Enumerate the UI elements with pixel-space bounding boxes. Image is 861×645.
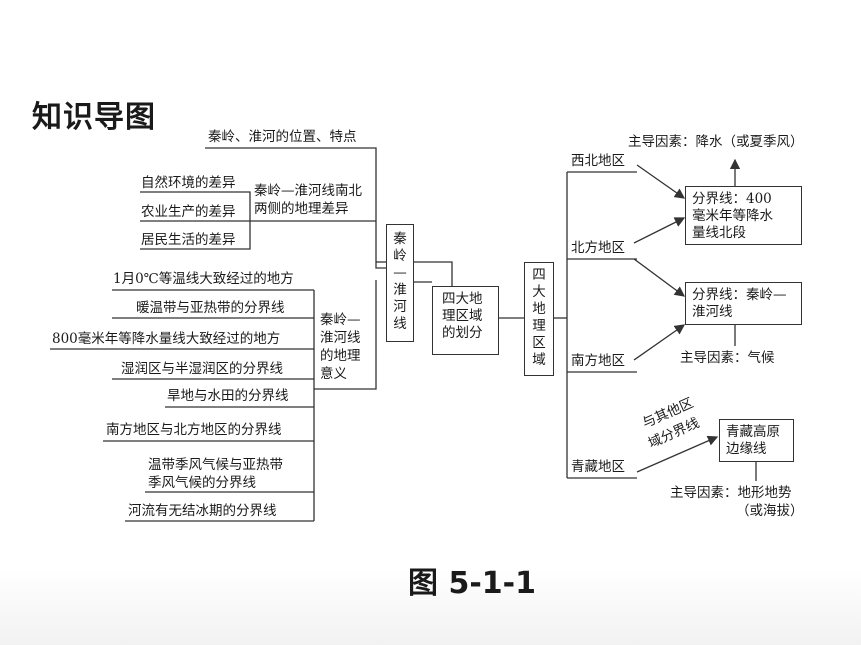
differences-label-line1: 秦岭—淮河线南北 [254, 183, 362, 199]
northwest-boundary-box: 分界线：400 毫米年等降水 量线北段 [685, 186, 802, 245]
region-northwest: 西北地区 [571, 153, 625, 169]
significance-item: 旱地与水田的分界线 [167, 388, 289, 404]
north-south-boundary-box: 分界线：秦岭— 淮河线 [685, 282, 802, 325]
box-line: 青藏高原 [726, 424, 780, 440]
differences-label-line2: 两侧的地理差异 [254, 201, 349, 217]
box-char: 河 [393, 299, 407, 315]
box-char: 岭 [393, 248, 407, 264]
region-south: 南方地区 [571, 353, 625, 369]
qinling-position-item: 秦岭、淮河的位置、特点 [208, 129, 357, 145]
box-line: 分界线：400 [692, 191, 772, 207]
significance-item: 湿润区与半湿润区的分界线 [121, 361, 283, 377]
significance-label-line: 淮河线 [320, 330, 361, 346]
difference-item: 自然环境的差异 [141, 175, 236, 191]
box-char: 理 [532, 318, 546, 334]
box-char: 域 [532, 352, 546, 368]
significance-item-line1: 温带季风气候与亚热带 [148, 457, 283, 473]
significance-item: 南方地区与北方地区的分界线 [106, 422, 282, 438]
box-line: 淮河线 [692, 304, 733, 320]
qingzang-boundary-box: 青藏高原 边缘线 [719, 419, 794, 462]
four-regions-box: 四 大 地 理 区 域 [524, 262, 554, 376]
qinling-huaihe-box: 秦 岭 — 淮 河 线 [386, 224, 414, 342]
box-line: 边缘线 [726, 441, 767, 457]
box-line: 四大地 [442, 291, 483, 307]
box-line: 理区域 [442, 308, 483, 324]
box-char: 区 [532, 335, 546, 351]
region-division-box: 四大地 理区域 的划分 [432, 286, 499, 355]
northwest-factor: 主导因素：降水（或夏季风） [628, 134, 804, 150]
qingzang-factor-line1: 主导因素：地形地势 [670, 485, 792, 501]
box-char: 地 [532, 301, 546, 317]
significance-item: 800毫米年等降水量线大致经过的地方 [52, 331, 281, 347]
page-title: 知识导图 [32, 100, 156, 135]
box-line: 毫米年等降水 [692, 208, 773, 224]
significance-item-line2: 季风气候的分界线 [148, 475, 256, 491]
box-line: 分界线：秦岭— [692, 287, 787, 303]
region-qingzang: 青藏地区 [571, 459, 625, 475]
box-char: 秦 [393, 231, 407, 247]
box-char: — [393, 265, 407, 281]
box-char: 淮 [393, 282, 407, 298]
significance-label-line: 秦岭— [320, 312, 361, 328]
difference-item: 居民生活的差异 [141, 232, 236, 248]
significance-item: 暖温带与亚热带的分界线 [136, 300, 285, 316]
north-south-factor: 主导因素：气候 [680, 350, 775, 366]
significance-item: 河流有无结冰期的分界线 [128, 503, 277, 519]
significance-label-line: 意义 [320, 366, 347, 382]
significance-label-line: 的地理 [320, 348, 361, 364]
figure-caption: 图 5-1-1 [408, 566, 536, 601]
region-north: 北方地区 [571, 240, 625, 256]
box-line: 量线北段 [692, 225, 746, 241]
difference-item: 农业生产的差异 [141, 204, 236, 220]
box-char: 大 [532, 284, 546, 300]
box-char: 线 [393, 316, 407, 332]
qingzang-factor-line2: （或海拔） [736, 503, 804, 519]
box-char: 四 [532, 267, 546, 283]
box-line: 的划分 [442, 325, 483, 341]
significance-item: 1月0℃等温线大致经过的地方 [113, 271, 294, 287]
